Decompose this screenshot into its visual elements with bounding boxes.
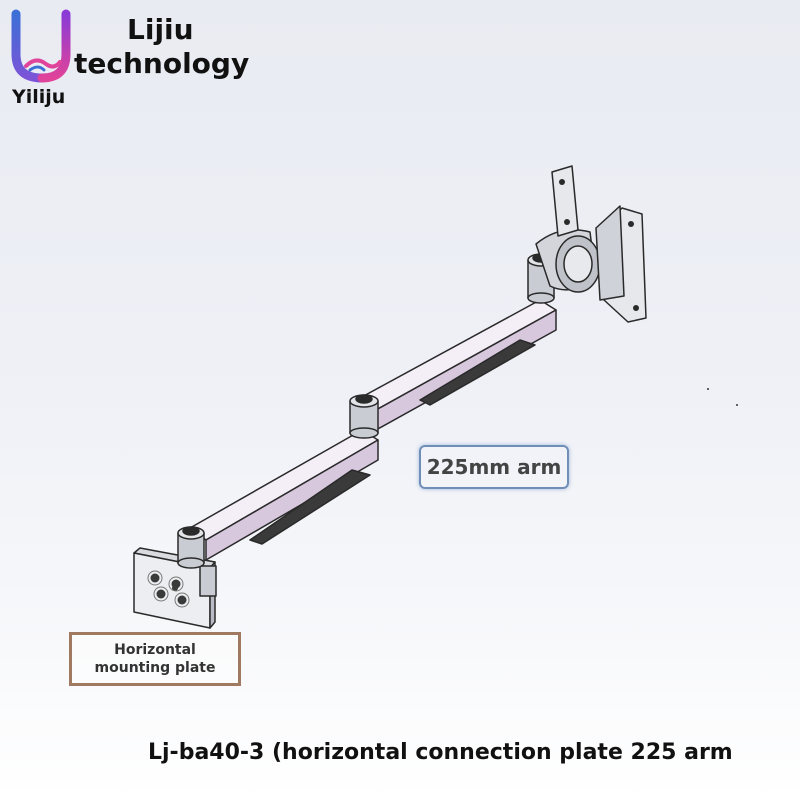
u-handshake-logo-icon	[11, 9, 71, 83]
brand-name-line2: technology	[74, 47, 250, 80]
mounting-plate-label-line2: mounting plate	[94, 660, 216, 676]
vesa-plate	[551, 165, 647, 323]
mounting-plate-label-line1: Horizontal	[114, 641, 196, 658]
tilt-head	[535, 229, 601, 293]
base-pivot	[177, 526, 205, 569]
middle-pivot	[349, 394, 379, 439]
mounting-plate-label: Horizontal mounting plate	[69, 632, 241, 686]
brand-subtitle: Yiliju	[12, 86, 66, 108]
brand-name-line1: Lijiu	[127, 13, 194, 46]
arm-length-label: 225mm arm	[419, 445, 569, 489]
lower-arm	[189, 429, 379, 561]
product-caption: Lj-ba40-3 (horizontal connection plate 2…	[148, 740, 733, 765]
upper-arm	[359, 299, 557, 431]
